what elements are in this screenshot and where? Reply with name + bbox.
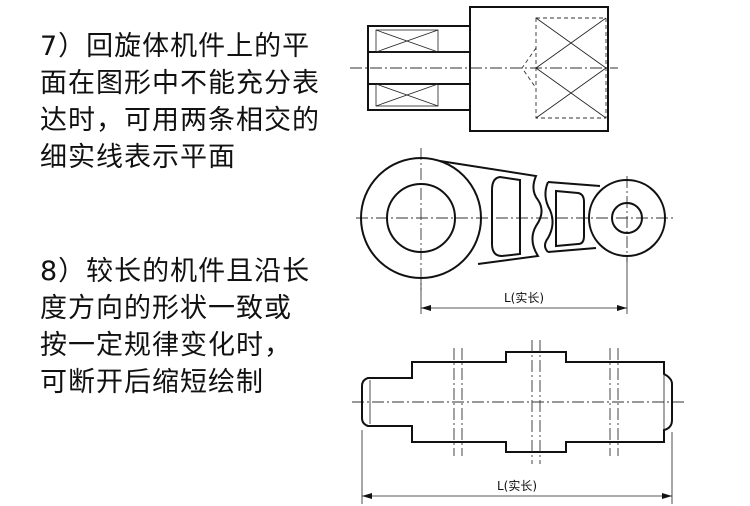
plane-cross-line [375,29,439,53]
broken-lug-drawing: L(实长) [356,148,676,314]
rule-7-line-2: 面在图形中不能充分表 [40,68,320,99]
rule-7-line-1: 7）回旋体机件上的平 [40,31,311,62]
rule-7-line-4: 细实线表示平面 [40,142,236,173]
small-hole [611,202,643,234]
rule-8-line-1: 8）较长的机件且沿长 [40,256,311,287]
lug-dimension-label: L(实长) [504,290,544,305]
plane-cross-line [375,83,439,107]
arm-left-outline [439,160,543,265]
shaft-dimension-label: L(实长) [497,478,537,493]
plane-cross-line [535,17,607,69]
rule-8-line-4: 可断开后缩短绘制 [40,367,264,398]
break-line-right [544,181,554,253]
rule-8-line-3: 按一定规律变化时， [40,330,292,361]
rule-7-line-3: 达时，可用两条相交的 [40,105,320,136]
large-hole [386,183,456,253]
rule-8-line-2: 度方向的形状一致或 [40,293,292,324]
rib-recess-left [491,175,521,258]
rule-7-text: 7）回旋体机件上的平 面在图形中不能充分表 达时，可用两条相交的 细实线表示平面 [40,28,320,176]
broken-shaft-drawing: L(实长) [352,340,684,504]
arm-right-outline [547,181,601,253]
body-block [469,6,609,132]
rule-8-text: 8）较长的机件且沿长 度方向的形状一致或 按一定规律变化时， 可断开后缩短绘制 [40,253,310,401]
plane-cross-line [535,67,607,119]
large-boss [360,157,482,279]
plane-box-upper [375,29,439,53]
rib-recess-right [555,189,585,248]
flat-plane-drawing [350,6,618,132]
plane-box-lower [375,83,439,107]
hidden-cone [521,47,537,89]
small-boss [588,179,666,257]
